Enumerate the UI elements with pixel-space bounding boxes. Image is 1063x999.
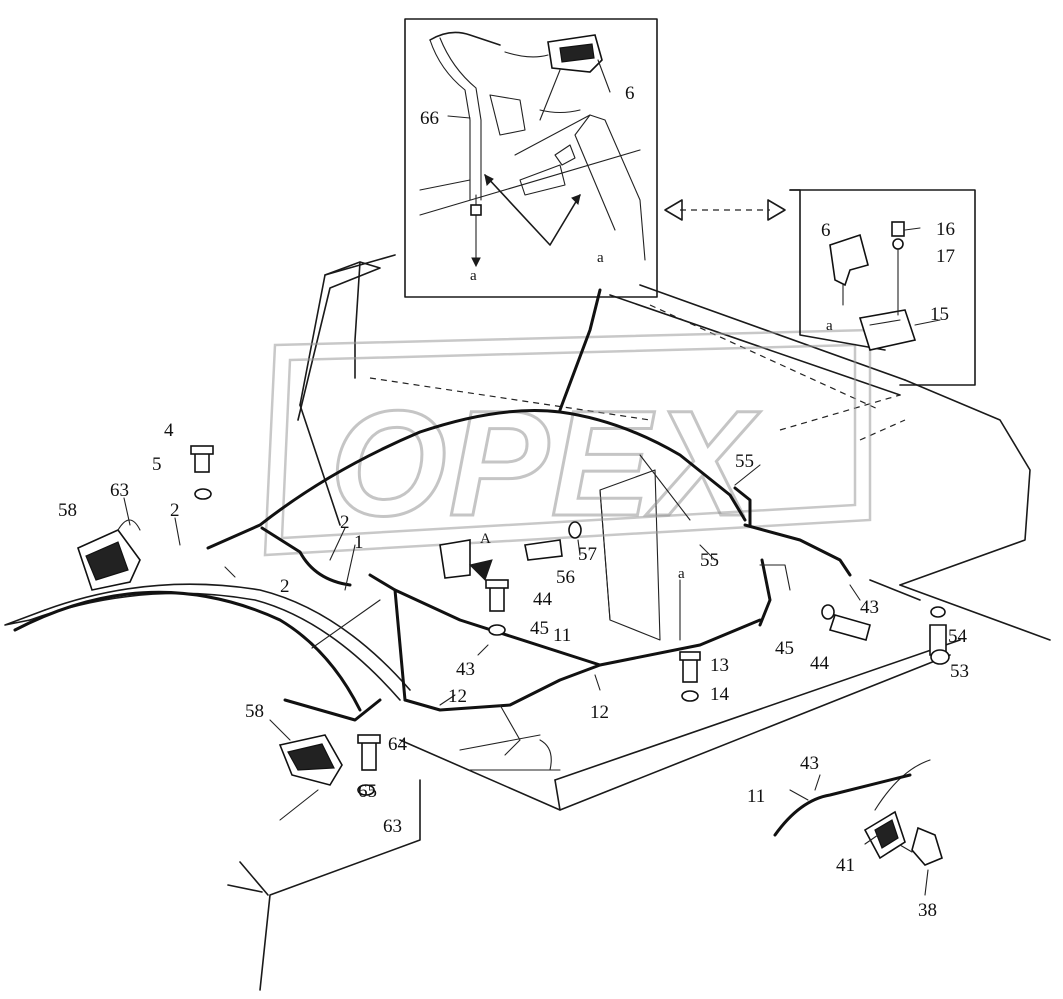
label-6-top: 6 bbox=[625, 83, 635, 104]
label-44-right: 44 bbox=[810, 653, 830, 674]
label-55-top: 55 bbox=[735, 451, 754, 472]
label-58-left: 58 bbox=[58, 500, 77, 521]
label-63-bottom: 63 bbox=[383, 816, 402, 837]
label-43-mid: 43 bbox=[456, 659, 475, 680]
label-12-right: 12 bbox=[590, 702, 609, 723]
label-17: 17 bbox=[936, 246, 955, 267]
relay-box-41 bbox=[773, 759, 943, 866]
watermark-text: OPEX bbox=[330, 379, 761, 547]
label-38: 38 bbox=[918, 900, 937, 921]
label-56: 56 bbox=[556, 567, 575, 588]
label-58-bottom: 58 bbox=[245, 701, 264, 722]
label-53: 53 bbox=[950, 661, 969, 682]
label-5: 5 bbox=[152, 454, 162, 475]
label-43-bottom: 43 bbox=[800, 753, 819, 774]
work-lamp-58-bottom bbox=[278, 734, 343, 786]
label-11-mid: 11 bbox=[553, 625, 571, 646]
double-arrow-icon bbox=[664, 199, 786, 221]
leader-lines bbox=[123, 59, 941, 896]
label-a-1: a bbox=[470, 268, 477, 284]
label-13: 13 bbox=[710, 655, 729, 676]
label-a-3: a bbox=[826, 318, 833, 334]
label-63-top: 63 bbox=[110, 480, 129, 501]
callout-labels: 6 66 a a 6 a 16 17 15 4 5 63 58 2 2 1 2 … bbox=[58, 83, 969, 921]
label-65: 65 bbox=[358, 781, 377, 802]
label-64: 64 bbox=[388, 734, 408, 755]
label-A: A bbox=[480, 531, 491, 547]
label-11-bottom: 11 bbox=[747, 786, 765, 807]
label-2-b: 2 bbox=[340, 512, 350, 533]
label-a-2: a bbox=[597, 250, 604, 266]
label-4: 4 bbox=[164, 420, 174, 441]
label-66: 66 bbox=[420, 108, 439, 129]
label-1: 1 bbox=[354, 532, 364, 553]
label-a-4: a bbox=[678, 566, 685, 582]
label-43-right: 43 bbox=[860, 597, 879, 618]
work-lamp-58-left bbox=[77, 519, 141, 591]
label-2-a: 2 bbox=[170, 500, 180, 521]
label-44-mid: 44 bbox=[533, 589, 553, 610]
inset-detail-right bbox=[789, 189, 976, 386]
label-45-mid: 45 bbox=[530, 618, 549, 639]
inset-detail-top bbox=[404, 18, 658, 298]
label-6-right: 6 bbox=[821, 220, 831, 241]
label-57: 57 bbox=[578, 544, 597, 565]
label-2-c: 2 bbox=[280, 576, 290, 597]
label-41: 41 bbox=[836, 855, 855, 876]
bolts-washers bbox=[190, 445, 950, 796]
machine-body-outline bbox=[4, 254, 1051, 991]
label-45-right: 45 bbox=[775, 638, 794, 659]
label-14: 14 bbox=[710, 684, 730, 705]
wire-harness bbox=[13, 288, 852, 771]
label-16: 16 bbox=[936, 219, 955, 240]
label-12-left: 12 bbox=[448, 686, 467, 707]
label-54: 54 bbox=[948, 626, 968, 647]
label-55-mid: 55 bbox=[700, 550, 719, 571]
label-15: 15 bbox=[930, 304, 949, 325]
